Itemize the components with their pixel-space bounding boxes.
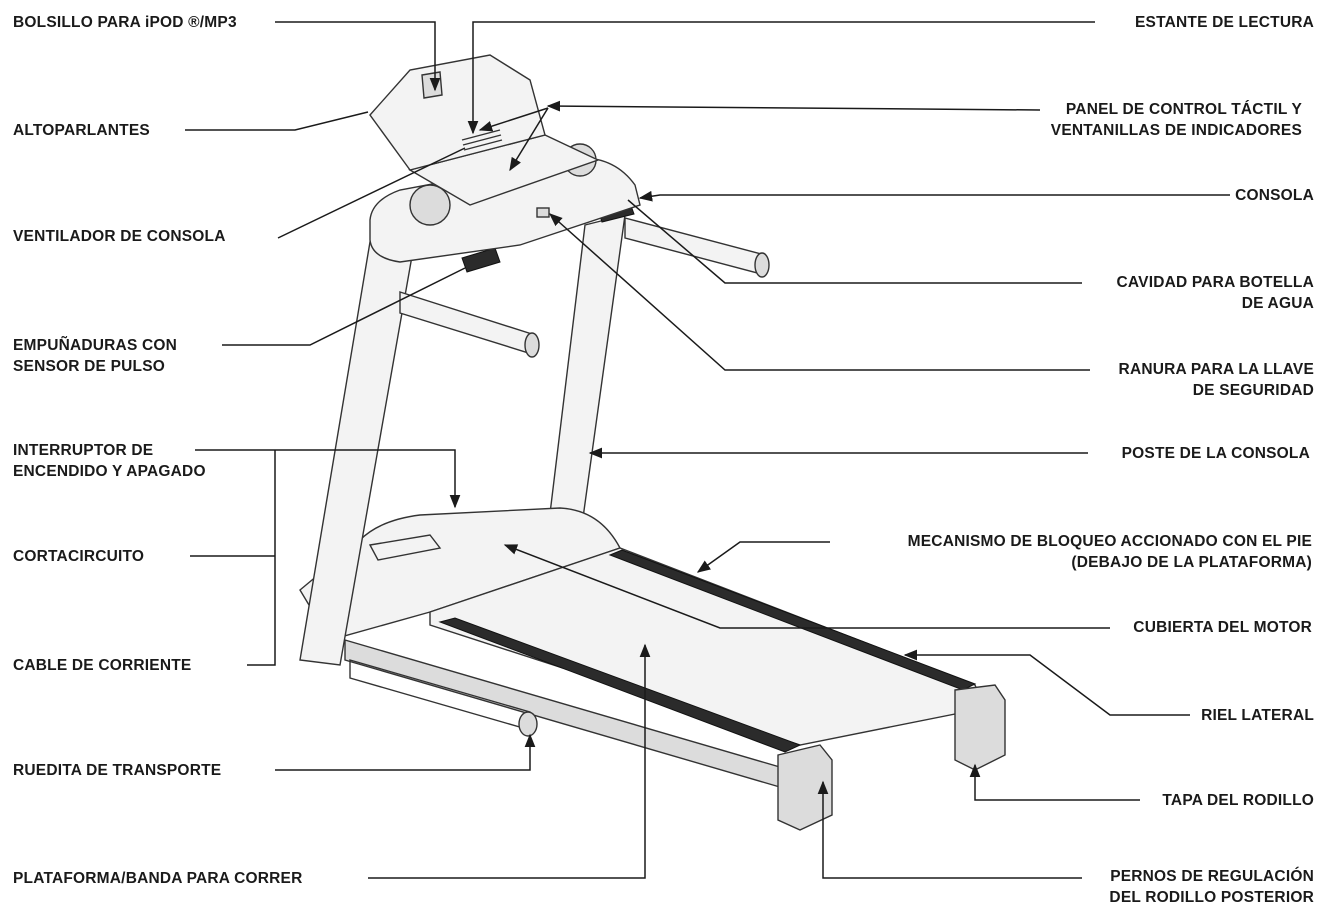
- leader-ruedita: [275, 733, 536, 771]
- label-console-post: POSTE DE LA CONSOLA: [1121, 445, 1310, 462]
- label-console-fan: VENTILADOR DE CONSOLA: [13, 228, 226, 245]
- leader-consola: [638, 190, 1230, 202]
- label-power-cord: CABLE DE CORRIENTE: [13, 657, 192, 674]
- leader-tapa: [969, 763, 1140, 801]
- transport-wheel: [518, 711, 538, 737]
- handlebar-left: [399, 291, 536, 356]
- leader-estante: [467, 21, 1095, 135]
- leader-riel: [903, 649, 1190, 716]
- side-rail-left: [438, 617, 802, 753]
- leader-interruptor: [195, 449, 461, 509]
- label-safety-key: RANURA PARA LA LLAVE DE SEGURIDAD: [1118, 361, 1314, 399]
- handlebar-right: [624, 217, 766, 276]
- motor-cover: [299, 507, 622, 641]
- label-reading-rack: ESTANTE DE LECTURA: [1135, 14, 1314, 31]
- pulse-grip-left: [461, 247, 501, 273]
- label-bottle-holder: CAVIDAD PARA BOTELLA DE AGUA: [1116, 274, 1314, 312]
- label-running-deck: PLATAFORMA/BANDA PARA CORRER: [13, 870, 303, 887]
- leader-cubierta: [503, 544, 1110, 629]
- leader-pernos: [817, 780, 1082, 879]
- bottle-holder-left: [409, 184, 451, 226]
- label-circuit-breaker: CORTACIRCUITO: [13, 548, 145, 565]
- label-transport-wheel: RUEDITA DE TRANSPORTE: [13, 762, 222, 779]
- roller-cap-right: [954, 684, 1006, 771]
- leader-panel-1: [546, 100, 1041, 112]
- label-ipod-pocket: BOLSILLO PARA iPOD ®/MP3: [13, 14, 237, 31]
- console-post-right: [547, 214, 626, 531]
- label-speakers: ALTOPARLANTES: [13, 122, 150, 139]
- side-rail-right: [608, 549, 977, 691]
- leader-ipod: [275, 21, 441, 92]
- leader-ventilador: [277, 147, 466, 239]
- reading-rack: [369, 54, 546, 171]
- label-side-rail: RIEL LATERAL: [1201, 707, 1314, 724]
- leader-panel-3: [478, 107, 549, 132]
- label-power-switch: INTERRUPTOR DE ENCENDIDO Y APAGADO: [13, 442, 206, 480]
- leader-cavidad: [627, 199, 1082, 284]
- console-fan-grille: [461, 129, 503, 151]
- leader-lines: [185, 21, 1230, 879]
- label-rear-roller-bolts: PERNOS DE REGULACIÓN DEL RODILLO POSTERI…: [1109, 868, 1314, 906]
- label-foot-lock: MECANISMO DE BLOQUEO ACCIONADO CON EL PI…: [907, 533, 1312, 571]
- label-pulse-grips: EMPUÑADURAS CON SENSOR DE PULSO: [13, 337, 178, 375]
- leader-panel-2: [509, 107, 549, 172]
- leader-ranura: [548, 213, 1090, 371]
- roller-cap-left: [777, 744, 833, 831]
- treadmill-illustration: [299, 54, 1006, 831]
- safety-key-slot: [536, 207, 550, 218]
- leader-cable: [247, 450, 276, 666]
- leader-empunaduras: [222, 267, 466, 346]
- leader-mecanismo: [696, 541, 830, 573]
- leader-plataforma: [368, 643, 651, 879]
- label-roller-cap: TAPA DEL RODILLO: [1162, 792, 1314, 809]
- label-motor-cover: CUBIERTA DEL MOTOR: [1133, 619, 1312, 636]
- label-control-panel: PANEL DE CONTROL TÁCTIL Y VENTANILLAS DE…: [1050, 101, 1302, 139]
- ipod-pocket: [421, 71, 443, 99]
- leader-altoparlantes: [185, 111, 369, 131]
- label-console: CONSOLA: [1235, 187, 1314, 204]
